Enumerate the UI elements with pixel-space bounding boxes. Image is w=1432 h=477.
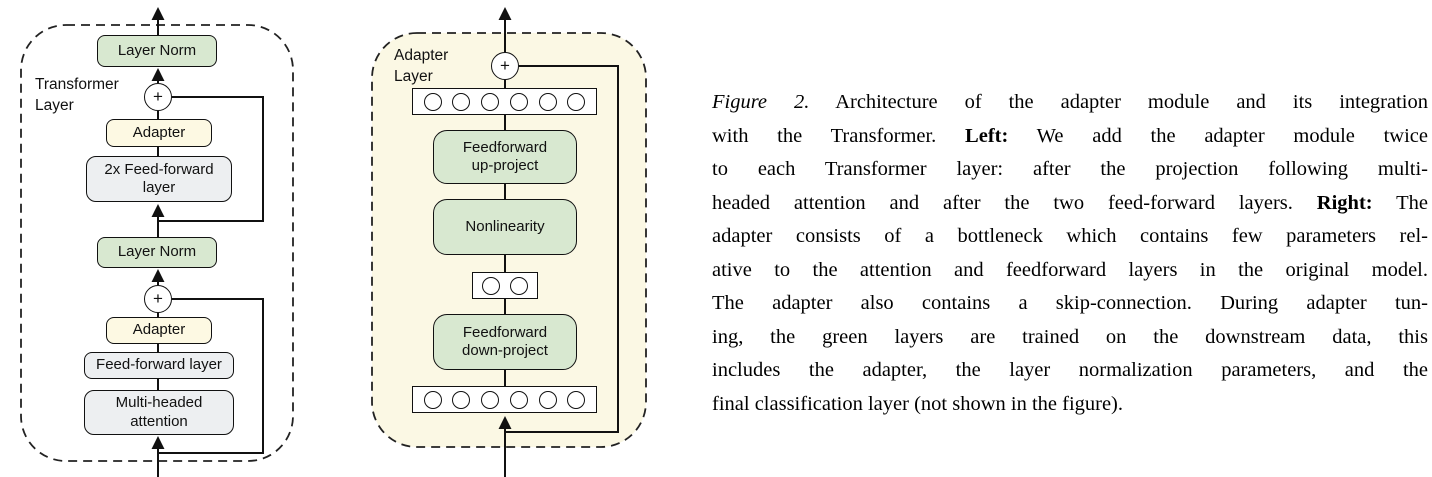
- caption-line: with the Transformer. Left: We add the a…: [712, 120, 1428, 154]
- plus-icon: +: [500, 55, 510, 75]
- ff-down-label-line1: Feedforward: [462, 323, 548, 341]
- caption-segment: Architecture of the adapter module and i…: [809, 91, 1428, 113]
- figure-caption: Figure 2. Architecture of the adapter mo…: [712, 86, 1428, 421]
- feature-circle: [567, 390, 586, 409]
- feature-circle: [538, 92, 557, 111]
- feedforward-2x-label-line2: layer: [142, 179, 176, 196]
- caption-segment: headed attention and after the two feed-…: [712, 191, 1317, 214]
- caption-line: headed attention and after the two feed-…: [712, 187, 1428, 221]
- feature-circle: [509, 276, 528, 295]
- caption-segment: Figure 2.: [712, 91, 810, 113]
- caption-segment: The adapter also contains a skip-connect…: [712, 292, 1428, 314]
- skip-connection-bottom: [158, 298, 264, 454]
- layer-norm-bottom-label: Layer Norm: [117, 243, 197, 261]
- feature-circle: [452, 92, 471, 111]
- add-node-adapter: +: [491, 52, 519, 80]
- plus-icon: +: [153, 288, 163, 308]
- caption-line: Figure 2. Architecture of the adapter mo…: [712, 86, 1428, 120]
- feature-circle: [538, 390, 557, 409]
- caption-line: final classification layer (not shown in…: [712, 388, 1428, 422]
- ff-up-label-line2: up-project: [471, 157, 539, 174]
- feature-row-top: [412, 88, 597, 115]
- feature-circle: [481, 390, 500, 409]
- add-node-bottom: +: [144, 285, 172, 313]
- ff-down-label-line2: down-project: [462, 342, 548, 359]
- caption-line: adapter consists of a bottleneck which c…: [712, 220, 1428, 254]
- ff-up-label-line1: Feedforward: [462, 138, 548, 156]
- caption-segment: The: [1372, 191, 1428, 214]
- feature-circle: [509, 92, 528, 111]
- adapter-layer-label: Adapter Layer: [394, 47, 449, 86]
- caption-segment: includes the adapter, the layer normaliz…: [712, 359, 1428, 381]
- feature-circle: [567, 92, 586, 111]
- feature-circle: [481, 92, 500, 111]
- feature-circle: [452, 390, 471, 409]
- plus-icon: +: [153, 86, 163, 106]
- caption-segment: adapter consists of a bottleneck which c…: [712, 225, 1428, 247]
- feature-circle: [423, 390, 442, 409]
- caption-line: includes the adapter, the layer normaliz…: [712, 354, 1428, 388]
- feature-circle: [482, 276, 501, 295]
- skip-connection-adapter: [505, 65, 619, 433]
- adapter-top-label: Adapter: [132, 123, 186, 141]
- caption-segment: final classification layer (not shown in…: [712, 392, 1124, 415]
- caption-segment: We add the adapter module twice: [1008, 124, 1428, 147]
- nonlinearity-box: Nonlinearity: [433, 199, 577, 255]
- feedforward-down-project-box: Feedforward down-project: [433, 314, 577, 370]
- layer-norm-top-label: Layer Norm: [117, 41, 197, 59]
- feedforward-up-project-box: Feedforward up-project: [433, 130, 577, 184]
- skip-connection-top: [158, 96, 264, 222]
- adapter-bottom-label: Adapter: [132, 321, 186, 339]
- feedforward-layer-box: Feed-forward layer: [84, 352, 234, 379]
- multi-headed-attention-box: Multi-headed attention: [84, 390, 234, 435]
- adapter-bottom-box: Adapter: [106, 317, 212, 344]
- caption-line: The adapter also contains a skip-connect…: [712, 287, 1428, 321]
- caption-segment: with the Transformer.: [712, 124, 966, 147]
- caption-segment: Right:: [1316, 191, 1373, 214]
- transformer-layer-label: Transformer Layer: [35, 76, 119, 115]
- mha-label-line2: attention: [130, 412, 188, 430]
- feature-circle: [423, 92, 442, 111]
- layer-norm-top-box: Layer Norm: [97, 35, 217, 67]
- feature-circle: [509, 390, 528, 409]
- caption-line: ative to the attention and feedforward l…: [712, 254, 1428, 288]
- caption-segment: ative to the attention and feedforward l…: [712, 258, 1428, 281]
- caption-segment: to each Transformer layer: after the pro…: [712, 158, 1428, 180]
- mha-label-line1: Multi-headed: [115, 394, 203, 412]
- caption-line: ing, the green layers are trained on the…: [712, 321, 1428, 355]
- feedforward-layer-label: Feed-forward layer: [96, 356, 222, 374]
- nonlinearity-label: Nonlinearity: [465, 217, 545, 235]
- feedforward-2x-label-line1: 2x Feed-forward: [104, 160, 214, 178]
- adapter-top-box: Adapter: [106, 119, 212, 147]
- layer-norm-bottom-box: Layer Norm: [97, 237, 217, 268]
- caption-segment: ing, the green layers are trained on the…: [712, 325, 1428, 348]
- bottleneck-row: [472, 272, 538, 299]
- feature-row-bottom: [412, 386, 597, 413]
- add-node-top: +: [144, 83, 172, 111]
- feedforward-2x-box: 2x Feed-forward layer: [86, 156, 232, 202]
- caption-line: to each Transformer layer: after the pro…: [712, 153, 1428, 187]
- caption-segment: Left:: [965, 124, 1009, 147]
